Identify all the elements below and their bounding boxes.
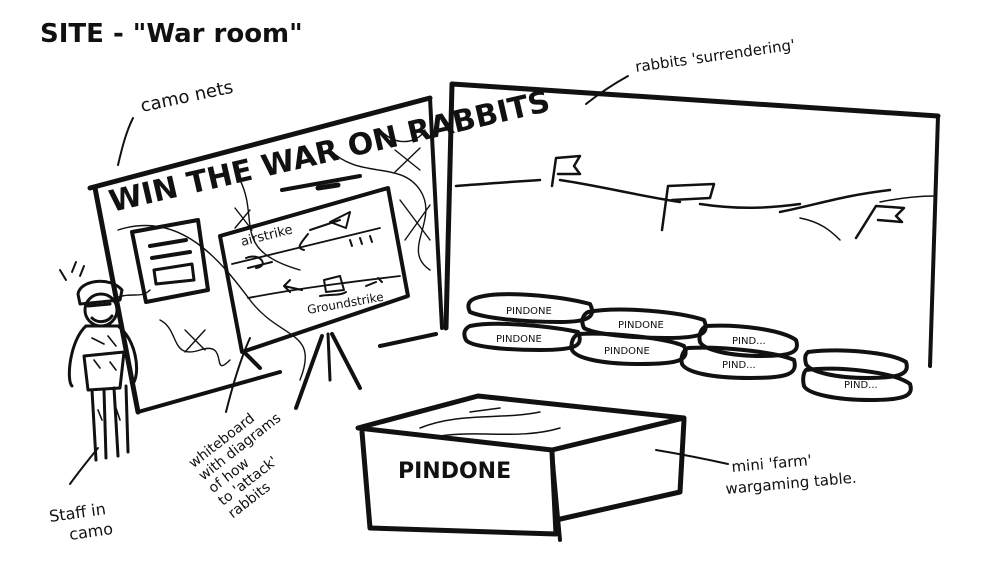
sandbag-label-5: PIND... (732, 336, 766, 347)
whiteboard (218, 174, 410, 410)
rabbits-surrendering-note: rabbits 'surrendering' (634, 36, 796, 76)
rabbits-note-pointer (585, 75, 629, 105)
camo-nets-pointer (117, 117, 134, 166)
poster (130, 218, 210, 304)
page-title: SITE - "War room" (40, 19, 303, 49)
sandbag-label-7: PIND... (844, 380, 878, 391)
camo-net-wall (87, 95, 444, 415)
sandbag-label-3: PINDONE (618, 320, 664, 331)
staff-in-camo-figure (59, 261, 139, 462)
sandbag-label-6: PIND... (722, 360, 756, 371)
table-note-line-1: mini 'farm' (731, 451, 813, 476)
panorama-wall (443, 81, 941, 368)
groundstrike-label: Groundstrike (306, 290, 385, 317)
sandbag-label-1: PINDONE (506, 306, 552, 317)
sandbag-label-4: PINDONE (604, 346, 650, 357)
staff-note-pointer (69, 447, 99, 485)
camo-nets-note: camo nets (139, 77, 235, 117)
whiteboard-note: whiteboard with diagrams of how to 'atta… (186, 410, 284, 522)
table-note-pointer (655, 449, 729, 465)
wargaming-table (355, 393, 687, 542)
table-label: PINDONE (398, 459, 511, 484)
sandbag-wall (462, 292, 913, 402)
sandbag-label-2: PINDONE (496, 334, 542, 345)
staff-note-line-2: camo (68, 519, 114, 544)
whiteboard-note-pointer (225, 337, 251, 413)
